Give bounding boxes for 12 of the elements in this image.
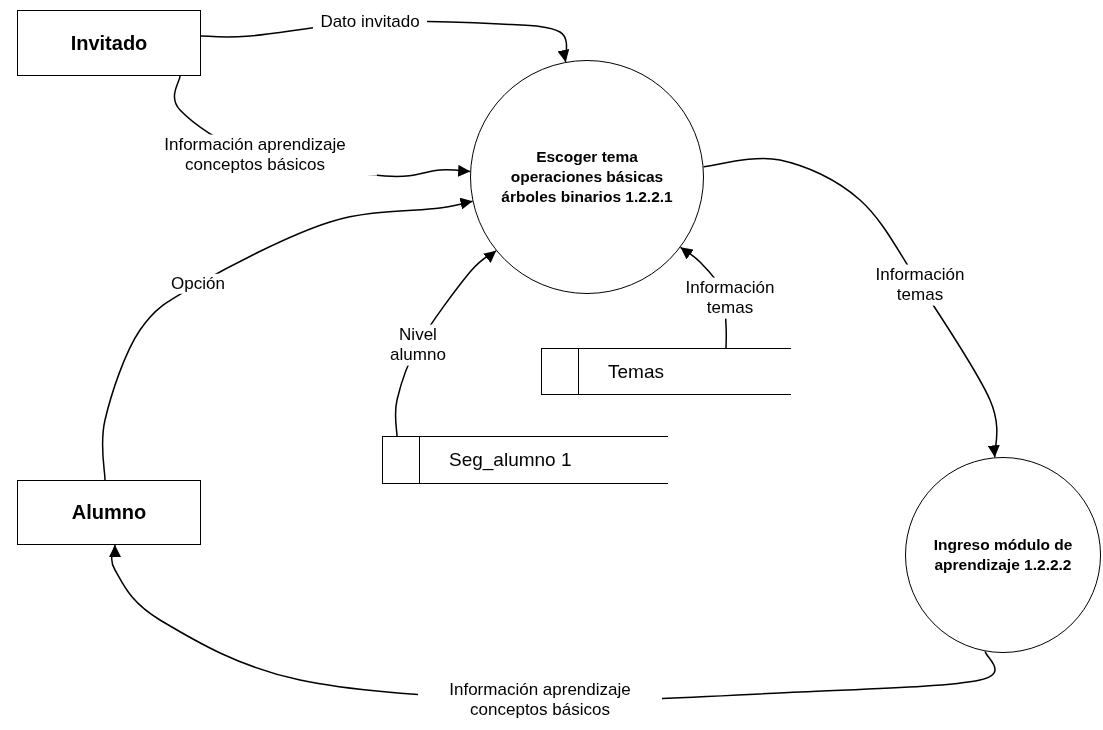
node-label: Escoger tema operaciones básicas árboles binarios 1.2.2.1 [500,146,674,208]
arrow [101,198,474,481]
node-label: Invitado [70,31,148,55]
node-label: Temas [608,360,664,383]
arrow [702,157,1001,459]
data-store [541,348,791,395]
node-label: Seg_alumno 1 [449,449,572,471]
data-store [382,436,668,484]
node-label: Ingreso módulo de aprendizaje 1.2.2.2 [932,534,1074,575]
entity-box [17,480,201,545]
entity-box [17,10,201,76]
node-label: Alumno [71,501,147,524]
